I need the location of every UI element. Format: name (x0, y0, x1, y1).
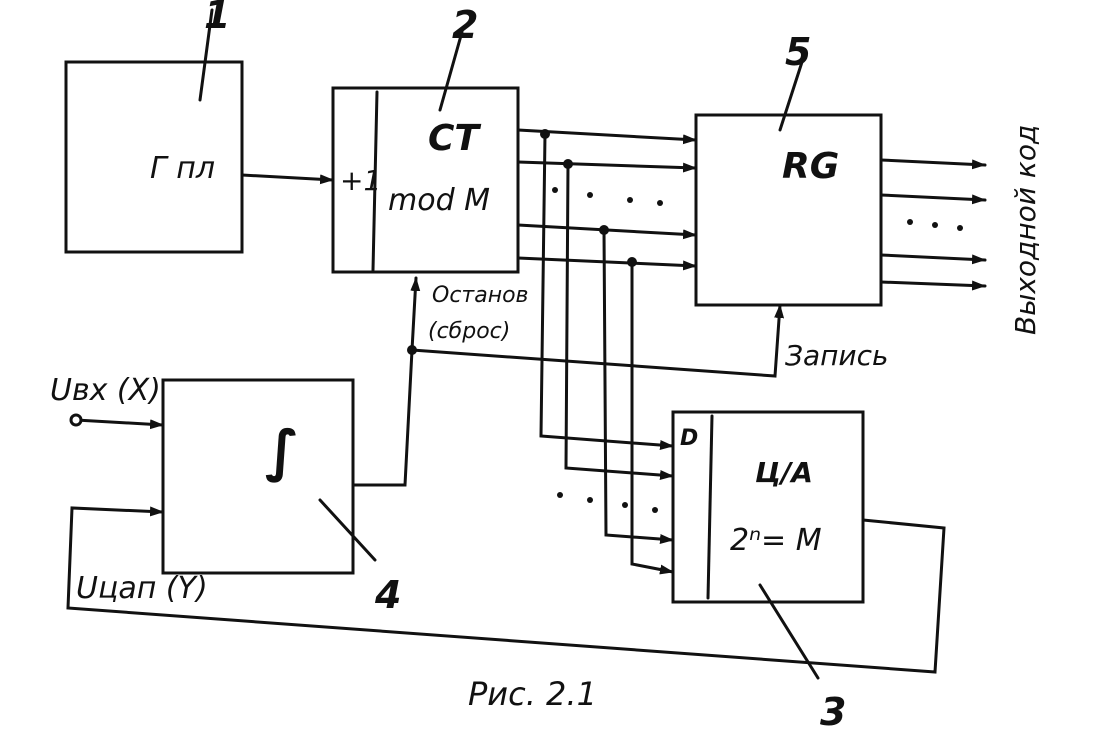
stop-line (351, 276, 421, 487)
dac-line1: Ц/А (755, 456, 813, 489)
ellipsis-dot (627, 197, 633, 203)
pointer-2 (438, 30, 464, 112)
ellipsis-dot (552, 187, 558, 193)
ellipsis-dot (907, 219, 913, 225)
counter-divider (371, 90, 379, 272)
generator-label: Г пл (150, 151, 215, 186)
out-line-2 (879, 193, 987, 205)
stop-label-1: Останов (432, 283, 529, 308)
counter-line1: CT (428, 118, 481, 159)
dac-number: 3 (820, 690, 846, 734)
input-x-terminal (69, 413, 83, 427)
comparator-number: 4 (374, 573, 401, 617)
junction-dot (627, 257, 637, 267)
junction-dot (407, 345, 417, 355)
pointer-5 (778, 60, 804, 132)
pointer-3 (758, 583, 820, 680)
ellipsis-dot (622, 502, 628, 508)
generator-number: 1 (204, 0, 230, 37)
dac-divider (706, 414, 714, 600)
generator-block (64, 60, 244, 254)
pointer-4 (318, 498, 377, 562)
input-x-line (74, 418, 165, 430)
register-block (694, 113, 883, 307)
ellipsis-dot (957, 225, 963, 231)
feedback-line (66, 506, 946, 674)
bus-line-2 (516, 160, 698, 173)
dac-feed-1 (539, 132, 675, 451)
dac-block (671, 410, 865, 604)
input-y-label: Uцап (Y) (76, 571, 208, 606)
comparator-block (161, 378, 355, 575)
clock-arrow (240, 173, 335, 185)
out-line-3 (879, 253, 987, 265)
junction-dot (599, 225, 609, 235)
counter-input-label: +1 (340, 164, 381, 197)
output-code-label: Выходной код (1009, 125, 1042, 335)
dac-line2: 2ⁿ= M (730, 523, 822, 558)
figure-caption: Рис. 2.1 (468, 675, 597, 713)
pointer-1 (198, 8, 214, 102)
counter-number: 2 (452, 3, 478, 47)
counter-line2: mod M (388, 183, 490, 218)
out-line-4 (879, 280, 987, 291)
junction-dot (540, 129, 550, 139)
comparator-symbol: ∫ (265, 419, 299, 484)
stop-label-2: (сброс) (428, 319, 510, 344)
dac-feed-3 (602, 228, 675, 545)
register-number: 5 (785, 30, 811, 74)
ellipsis-dot (587, 497, 593, 503)
register-label: RG (782, 146, 839, 187)
out-line-1 (879, 158, 987, 170)
write-line (410, 303, 785, 378)
ellipsis-dot (657, 200, 663, 206)
write-label: Запись (785, 339, 889, 372)
dac-feed-2 (564, 162, 675, 481)
input-x-label: Uвх (X) (50, 373, 161, 408)
dac-feed-4 (630, 260, 675, 575)
ellipsis-dot (652, 507, 658, 513)
ellipsis-dot (587, 192, 593, 198)
ellipsis-dot (557, 492, 563, 498)
bus-line-4 (516, 256, 698, 271)
ellipsis-dot (932, 222, 938, 228)
dac-input-label: D (680, 426, 698, 451)
junction-dot (563, 159, 573, 169)
